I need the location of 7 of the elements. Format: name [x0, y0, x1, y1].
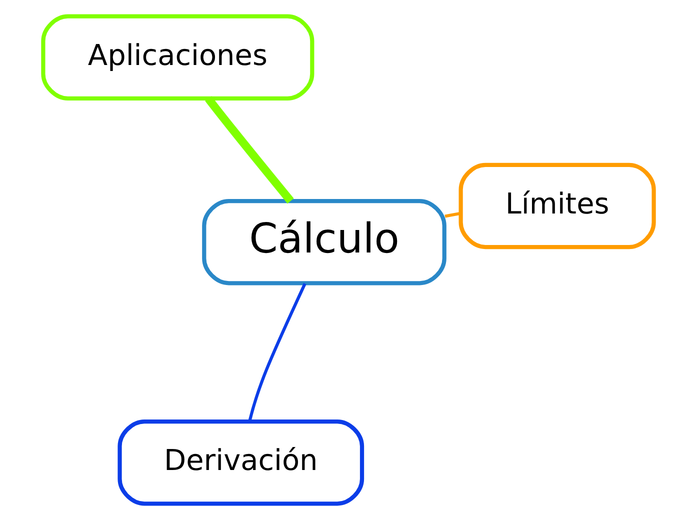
node-box: Derivación — [117, 420, 364, 506]
connector — [204, 96, 294, 204]
node-box: Aplicaciones — [40, 14, 314, 100]
node-box: Cálculo — [202, 198, 446, 286]
connector — [444, 212, 460, 218]
node-box: Límites — [458, 162, 656, 250]
connector — [248, 283, 306, 422]
